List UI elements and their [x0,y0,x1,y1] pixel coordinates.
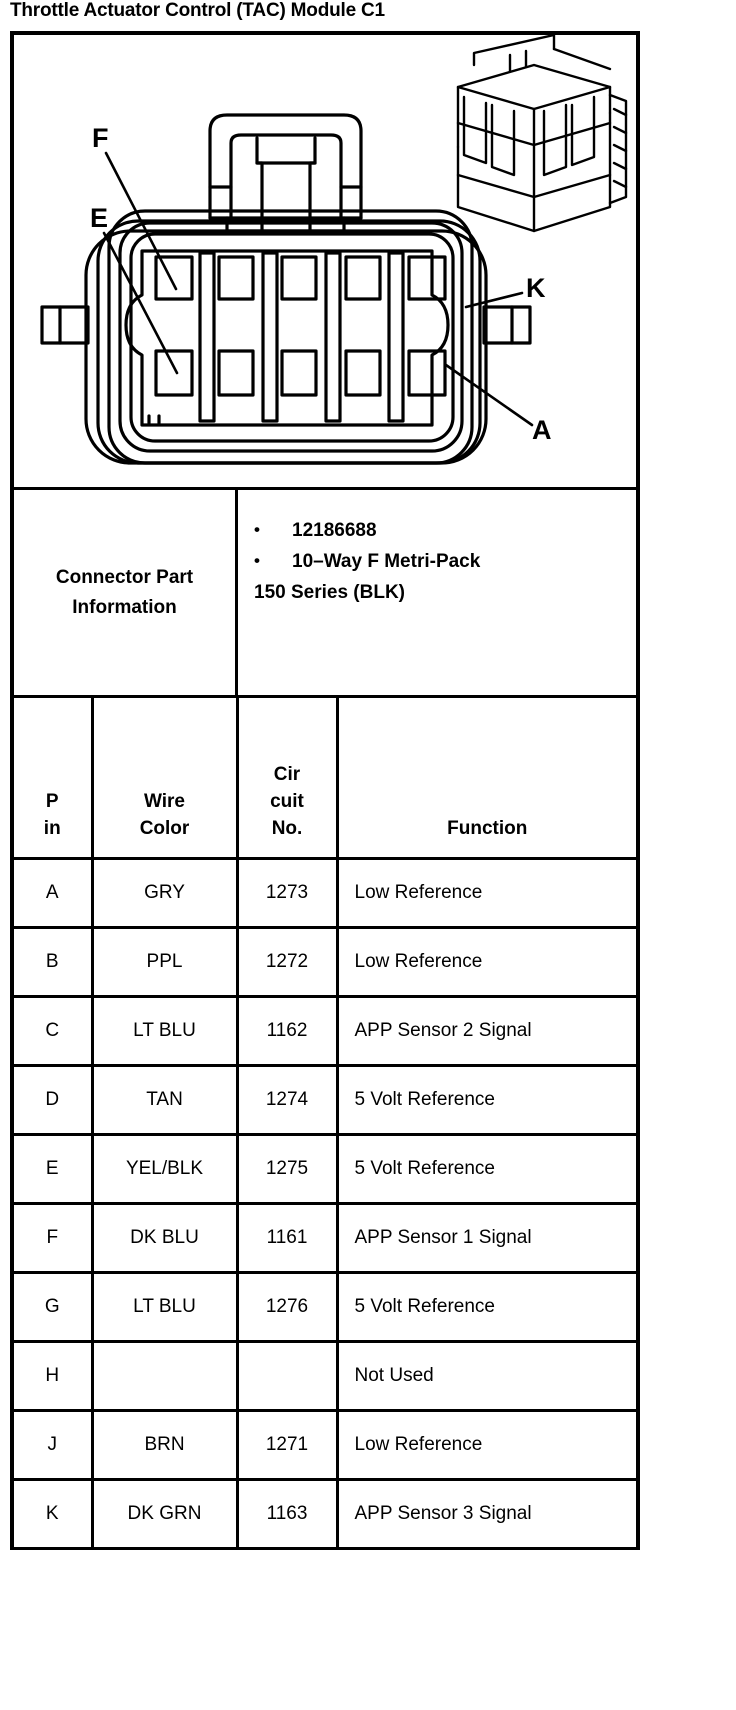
connector-part-information-body: • 12186688 • 10–Way F Metri-Pack 150 Ser… [238,490,636,695]
pin-cell: A [14,858,94,929]
callout-leader-lines [102,151,534,427]
connector-latch-bail [208,113,363,233]
circuit-no-cell: 1162 [237,996,339,1067]
circuit-no-cell: 1275 [237,1134,339,1205]
cavity-divider-ribs [198,251,405,423]
pin-cell: C [14,996,94,1067]
column-header-wire-color-line-1: Wire [143,790,185,812]
connector-side-tab-right [482,305,532,345]
function-cell: Low Reference [337,927,636,998]
function-cell: APP Sensor 2 Signal [337,996,636,1067]
pin-cell: F [14,1203,94,1274]
function-cell: 5 Volt Reference [337,1065,636,1136]
wire-color-cell: LT BLU [92,996,239,1067]
function-cell: Low Reference [337,858,636,929]
isometric-connector-view [456,35,628,233]
table-row: H Not Used [14,1341,636,1412]
connector-side-tab-left [40,305,90,345]
circuit-no-cell: 1274 [237,1065,339,1136]
function-cell: 5 Volt Reference [337,1272,636,1343]
column-header-function: Function [337,698,636,860]
callout-label-a: A [532,415,552,445]
pin-cell: E [14,1134,94,1205]
circuit-no-cell: 1163 [237,1479,339,1550]
column-header-wire-color-line-2: Color [139,817,190,839]
column-header-wire-color: Wire Color [92,698,239,860]
bullet-icon: • [254,550,260,570]
cpi-bullet-item: • 12186688 [254,516,626,547]
cpi-part-number: 12186688 [292,520,377,541]
pin-cell: K [14,1479,94,1550]
circuit-no-cell: 1161 [237,1203,339,1274]
page-title: Throttle Actuator Control (TAC) Module C… [10,0,385,21]
wire-color-cell: LT BLU [92,1272,239,1343]
cpi-bullet-item: • 10–Way F Metri-Pack [254,547,626,578]
circuit-no-cell [237,1341,339,1412]
column-header-pin-line-1: P [45,790,59,812]
wire-color-cell: DK BLU [92,1203,239,1274]
connector-info-frame: F E K A Connector Part Information • 121… [10,31,640,1550]
callout-label-k: K [526,273,546,303]
wire-color-cell: TAN [92,1065,239,1136]
column-header-circuit-no-line-2: cuit [270,790,304,812]
cpi-label-line-1: Connector Part [55,567,194,589]
cavity-top-row [154,255,447,301]
connector-drawing: F E K A [40,35,628,465]
column-header-circuit-no-line-1: Cir [273,763,301,785]
pin-cell: B [14,927,94,998]
function-cell: APP Sensor 3 Signal [337,1479,636,1550]
column-header-circuit-no: Cir cuit No. [237,698,339,860]
pin-cell: D [14,1065,94,1136]
connector-part-information-label: Connector Part Information [14,490,238,695]
pin-cell: G [14,1272,94,1343]
circuit-no-cell: 1276 [237,1272,339,1343]
function-cell: APP Sensor 1 Signal [337,1203,636,1274]
callout-label-e: E [90,203,108,233]
wire-color-cell [92,1341,239,1412]
wire-color-cell: YEL/BLK [92,1134,239,1205]
wire-color-cell: DK GRN [92,1479,239,1550]
function-cell: Not Used [337,1341,636,1412]
wire-color-cell: PPL [92,927,239,998]
circuit-no-cell: 1273 [237,858,339,929]
column-header-pin: P in [14,698,94,860]
pin-cell: H [14,1341,94,1412]
connector-housing [84,209,488,465]
wire-color-cell: GRY [92,858,239,929]
connector-cavity-plate [124,249,450,427]
column-header-circuit-no-line-3: No. [271,817,303,839]
callout-label-f: F [92,123,109,153]
connector-part-information-row: Connector Part Information • 12186688 • … [14,490,636,698]
pin-cell: J [14,1410,94,1481]
circuit-no-cell: 1271 [237,1410,339,1481]
bullet-icon: • [254,520,260,539]
circuit-no-cell: 1272 [237,927,339,998]
function-cell: 5 Volt Reference [337,1134,636,1205]
cpi-label-line-2: Information [72,596,177,618]
function-cell: Low Reference [337,1410,636,1481]
connector-diagram-panel: F E K A [14,35,636,490]
wire-color-cell: BRN [92,1410,239,1481]
cpi-connector-type: 10–Way F Metri-Pack [292,550,481,572]
cpi-connector-type-continuation: 150 Series (BLK) [254,581,406,603]
column-header-pin-line-2: in [43,817,61,839]
pin-table-header-row: P in Wire Color Cir cuit No. Function [14,698,636,860]
cavity-bottom-row [154,349,447,397]
